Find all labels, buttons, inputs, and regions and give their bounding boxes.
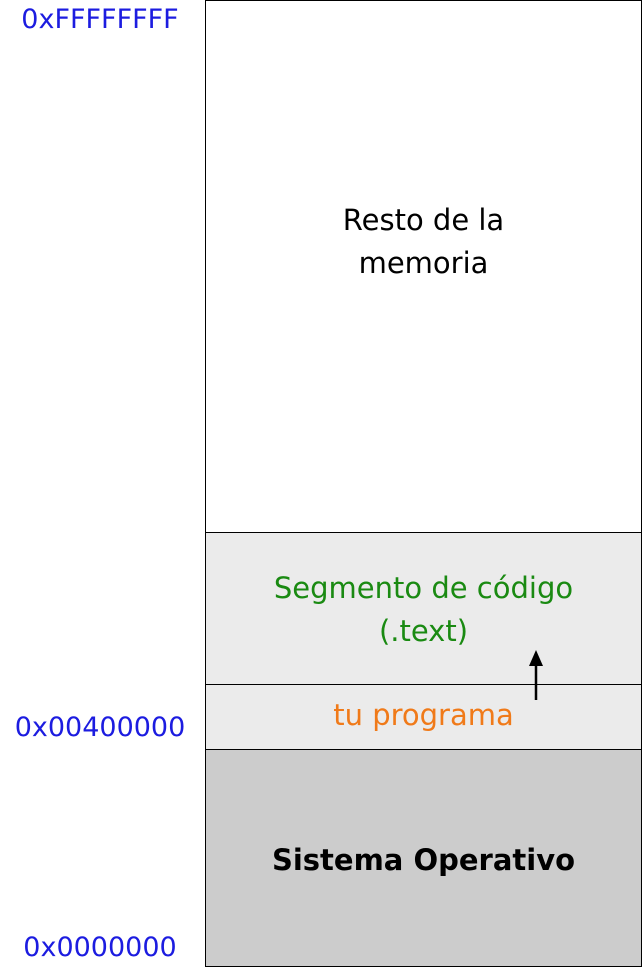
address-program-start-label: 0x00400000 [14,712,186,743]
code-segment-label: Segmento de código (.text) [274,567,573,653]
code-segment-label-line1: Segmento de código [273,571,574,605]
address-top-label: 0xFFFFFFFF [21,4,179,35]
code-segment-label-line2: (.text) [378,614,469,648]
memory-rest-label-line1: Resto de la [342,202,505,237]
memory-rest-block: Resto de la memoria [205,0,642,533]
memory-rest-label-line2: memoria [358,245,489,280]
arrow-up-icon [529,650,543,700]
program-block: tu programa [205,684,642,750]
operating-system-block: Sistema Operativo [205,749,642,967]
operating-system-label: Sistema Operativo [271,842,576,877]
memory-rest-label: Resto de la memoria [343,199,504,285]
address-bottom-label: 0x0000000 [23,932,177,963]
program-label: tu programa [333,697,514,732]
code-segment-block: Segmento de código (.text) [205,532,642,685]
